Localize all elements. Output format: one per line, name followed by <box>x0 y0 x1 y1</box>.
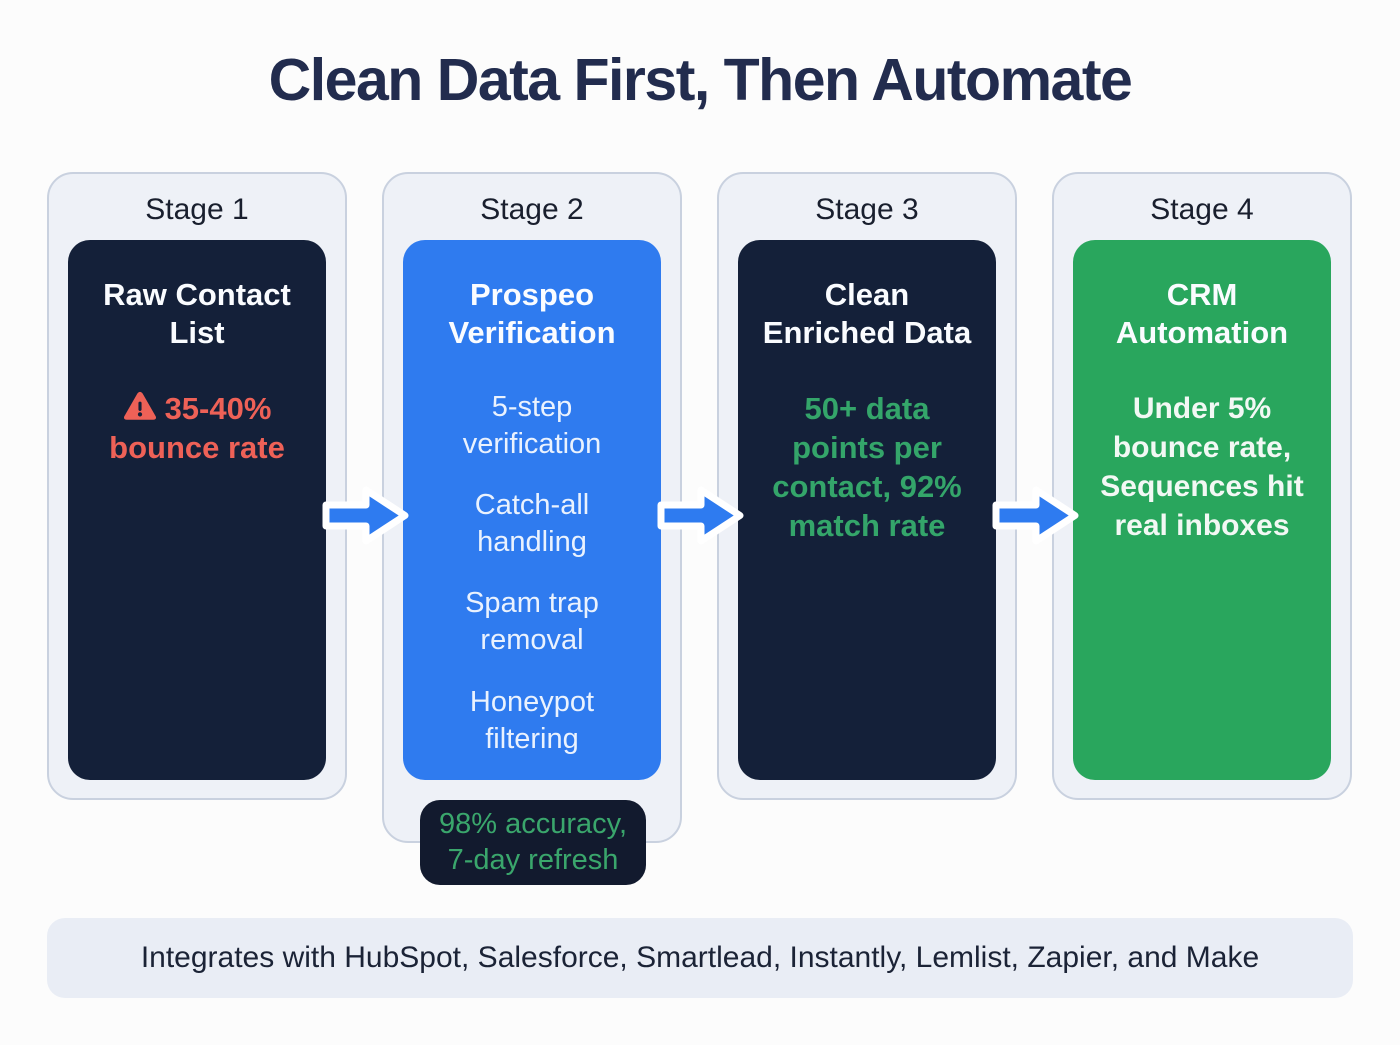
stages-row: Stage 1 Raw Contact List 35-40% bounce r… <box>47 172 1352 843</box>
stage-4-inner-card: CRM Automation Under 5% bounce rate, Seq… <box>1073 240 1331 780</box>
stage-4-label: Stage 4 <box>1150 193 1254 226</box>
arrow-right-icon <box>322 486 409 545</box>
stage-3-metric: 50+ data points per contact, 92% match r… <box>772 390 962 544</box>
stage-2-item: Spam trap removal <box>465 587 599 657</box>
stage-4-heading: CRM Automation <box>1115 277 1289 351</box>
accuracy-badge: 98% accuracy, 7-day refresh <box>420 800 646 885</box>
arrow-right-icon <box>992 486 1079 545</box>
stage-card-3: Stage 3 Clean Enriched Data 50+ data poi… <box>717 172 1017 800</box>
stage-2-item: Catch-all handling <box>474 489 590 559</box>
stage-card-2: Stage 2 Prospeo Verification 5-step veri… <box>382 172 682 843</box>
stage-4-note: Under 5% bounce rate, Sequences hit real… <box>1100 391 1304 542</box>
stage-2-label: Stage 2 <box>480 193 584 226</box>
stage-2-item: Honeypot filtering <box>469 685 595 755</box>
stage-card-4: Stage 4 CRM Automation Under 5% bounce r… <box>1052 172 1352 800</box>
integrations-text: Integrates with HubSpot, Salesforce, Sma… <box>140 941 1260 974</box>
stage-3-inner-card: Clean Enriched Data 50+ data points per … <box>738 240 996 780</box>
stage-1-label: Stage 1 <box>145 193 249 226</box>
stage-2-item-list: 5-step verification Catch-all handling S… <box>425 389 639 758</box>
stage-2-heading: Prospeo Verification <box>448 277 616 351</box>
stage-1-inner-card: Raw Contact List 35-40% bounce rate <box>68 240 326 780</box>
arrow-right-icon <box>657 486 744 545</box>
stage-1-alert-text: 35-40% bounce rate <box>109 390 285 465</box>
stage-2-inner-card: Prospeo Verification 5-step verification… <box>403 240 661 780</box>
page-title: Clean Data First, Then Automate <box>268 47 1133 113</box>
stage-1-alert: 35-40% bounce rate <box>90 389 304 467</box>
accuracy-badge-text: 98% accuracy, 7-day refresh <box>438 807 628 876</box>
stage-3-label: Stage 3 <box>815 193 919 226</box>
stage-2-item: 5-step verification <box>462 390 602 460</box>
stage-1-heading: Raw Contact List <box>103 277 291 351</box>
stage-card-1: Stage 1 Raw Contact List 35-40% bounce r… <box>47 172 347 800</box>
stage-3-heading: Clean Enriched Data <box>762 277 972 351</box>
integrations-bar: Integrates with HubSpot, Salesforce, Sma… <box>47 918 1353 998</box>
warning-triangle-icon <box>123 391 156 420</box>
